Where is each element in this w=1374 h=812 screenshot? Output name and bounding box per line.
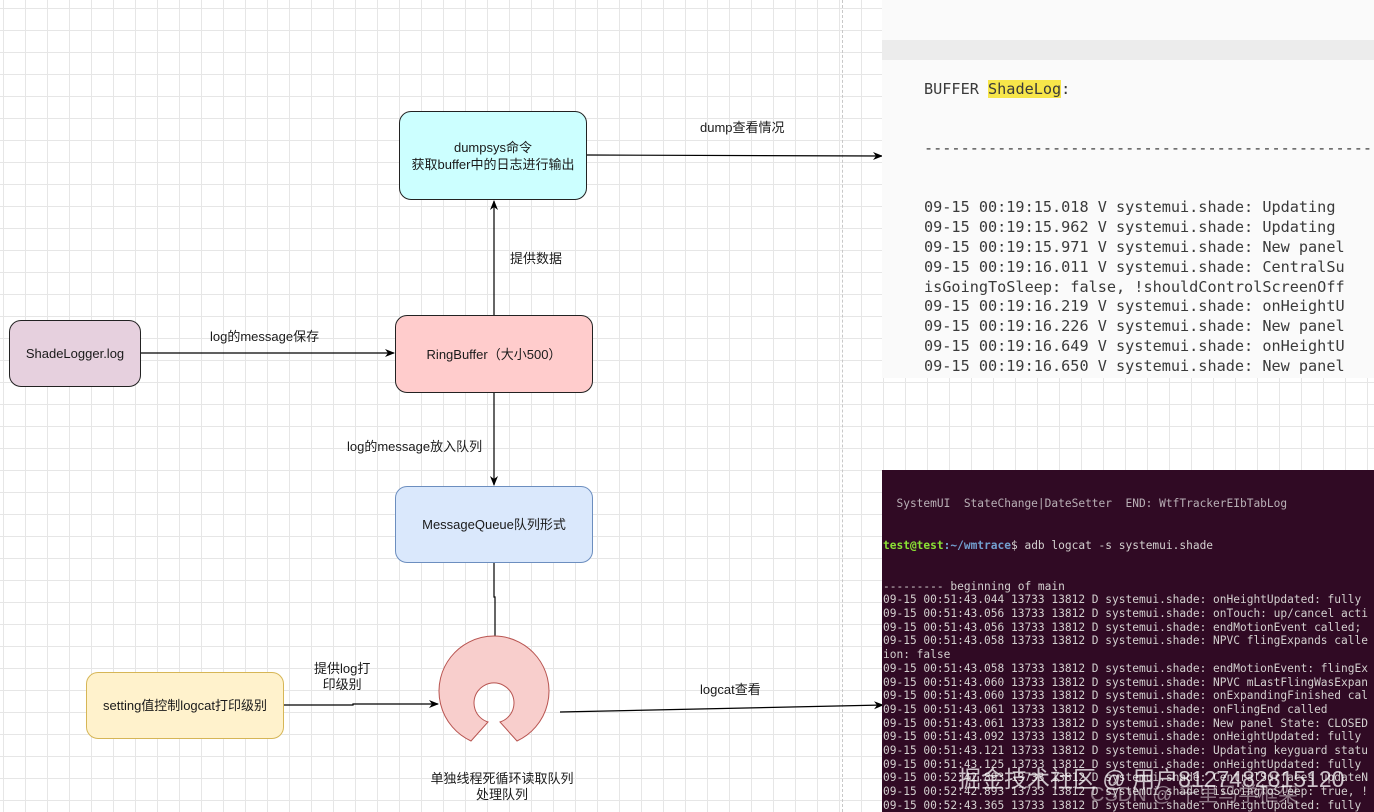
terminal-prompt-line: test@test:~/wmtrace$ adb logcat -s syste… (883, 539, 1368, 553)
terminal-log-line: 09-15 00:51:43.058 13733 13812 D systemu… (883, 634, 1368, 648)
terminal-log-line: 09-15 00:51:43.060 13733 13812 D systemu… (883, 675, 1368, 689)
dumpsys-node[interactable]: dumpsys命令 获取buffer中的日志进行输出 (399, 111, 587, 200)
edge-provide-level (284, 700, 439, 708)
dump-log-line: isGoingToSleep: false, !shouldControlScr… (924, 277, 1345, 296)
buffer-header: BUFFER ShadeLog: (924, 79, 1374, 100)
dumpsys-output-lines: BUFFER ShadeLog: -----------------------… (924, 40, 1374, 378)
terminal-log-line: 09-15 00:52:42.893 13733 13812 D systemu… (883, 785, 1368, 799)
terminal-log-line: 09-15 00:52:43.365 13733 13812 D systemu… (883, 798, 1362, 812)
dump-log-line: 09-15 00:19:15.971 V systemui.shade: New… (924, 237, 1345, 256)
messagequeue-node[interactable]: MessageQueue队列形式 (395, 486, 593, 563)
dump-log-line: 09-15 00:19:16.650 V systemui.shade: New… (924, 356, 1345, 375)
edge-label-save-message: log的message保存 (210, 329, 320, 344)
terminal-log-line: 09-15 00:51:43.125 13733 13812 D systemu… (883, 757, 1362, 771)
edge-label-enqueue-message: log的message放入队列 (347, 439, 483, 454)
dump-log-line: 09-15 00:19:16.219 V systemui.shade: onH… (924, 297, 1345, 316)
ringbuffer-node[interactable]: RingBuffer（大小500） (395, 315, 593, 393)
terminal-log-line: --------- beginning of main (883, 579, 1065, 593)
terminal-log-line: 09-15 00:51:43.044 13733 13812 D systemu… (883, 593, 1362, 607)
buffer-name-highlight: ShadeLog (988, 79, 1062, 98)
dump-log-line: 09-15 00:19:16.649 V systemui.shade: onH… (924, 336, 1345, 355)
terminal-log-line: 09-15 00:51:43.056 13733 13812 D systemu… (883, 607, 1368, 621)
terminal-output-lines: SystemUI StateChange|DateSetter END: Wtf… (883, 470, 1368, 812)
terminal-log-line: 09-15 00:51:43.121 13733 13812 D systemu… (883, 744, 1368, 758)
edge-queue-to-thread (491, 563, 499, 650)
separator-line: ----------------------------------------… (924, 138, 1374, 157)
edge-label-dump-view: dump查看情况 (700, 120, 785, 135)
setting-node[interactable]: setting值控制logcat打印级别 (86, 672, 284, 739)
terminal-tab-strip: SystemUI StateChange|DateSetter END: Wtf… (883, 497, 1288, 511)
buffer-suffix: : (1061, 79, 1071, 98)
terminal-log-line: 09-15 00:51:43.061 13733 13812 D systemu… (883, 702, 1328, 716)
edge-label-provide-data: 提供数据 (510, 251, 563, 266)
dump-log-line: 09-15 00:19:15.018 V systemui.shade: Upd… (924, 198, 1336, 217)
dump-log-line: 09-15 00:19:16.011 V systemui.shade: Cen… (924, 257, 1345, 276)
dump-log-line: 09-15 00:19:17.011 V systemui.shade: onH… (924, 377, 1374, 378)
prompt-user: test@test (883, 538, 944, 552)
terminal-log-line: ion: false (883, 648, 951, 662)
dumpsys-output-image: BUFFER ShadeLog: -----------------------… (882, 0, 1374, 378)
thread-node-shape (438, 635, 550, 742)
edge-logcat-view (559, 701, 884, 713)
dump-log-line: 09-15 00:19:15.962 V systemui.shade: Upd… (924, 218, 1336, 237)
terminal-log-line: 09-15 00:51:43.092 13733 13812 D systemu… (883, 730, 1362, 744)
buffer-header-bar (882, 40, 1374, 60)
edge-label-logcat-view: logcat查看 (700, 682, 761, 697)
prompt-path: :~/wmtrace (943, 538, 1011, 552)
edge-label-provide-level: 提供log打 印级别 (314, 661, 371, 692)
prompt-command: $ adb logcat -s systemui.shade (1010, 538, 1214, 552)
terminal-log-line: 09-15 00:52:42.893 13733 13812 D systemu… (883, 771, 1368, 785)
page-boundary-line (842, 0, 843, 812)
shadelogger-node[interactable]: ShadeLogger.log (9, 320, 141, 387)
thread-node-label: 单独线程死循环读取队列 处理队列 (430, 771, 574, 802)
terminal-log-line: 09-15 00:51:43.060 13733 13812 D systemu… (883, 689, 1368, 703)
dump-log-line: 09-15 00:19:16.226 V systemui.shade: New… (924, 317, 1345, 336)
logcat-terminal-image: SystemUI StateChange|DateSetter END: Wtf… (882, 470, 1374, 812)
terminal-log-line: 09-15 00:51:43.056 13733 13812 D systemu… (883, 620, 1362, 634)
buffer-prefix: BUFFER (924, 79, 989, 98)
edge-dump-view (586, 151, 883, 160)
terminal-log-line: 09-15 00:51:43.061 13733 13812 D systemu… (883, 716, 1368, 730)
terminal-log-line: 09-15 00:51:43.058 13733 13812 D systemu… (883, 661, 1368, 675)
